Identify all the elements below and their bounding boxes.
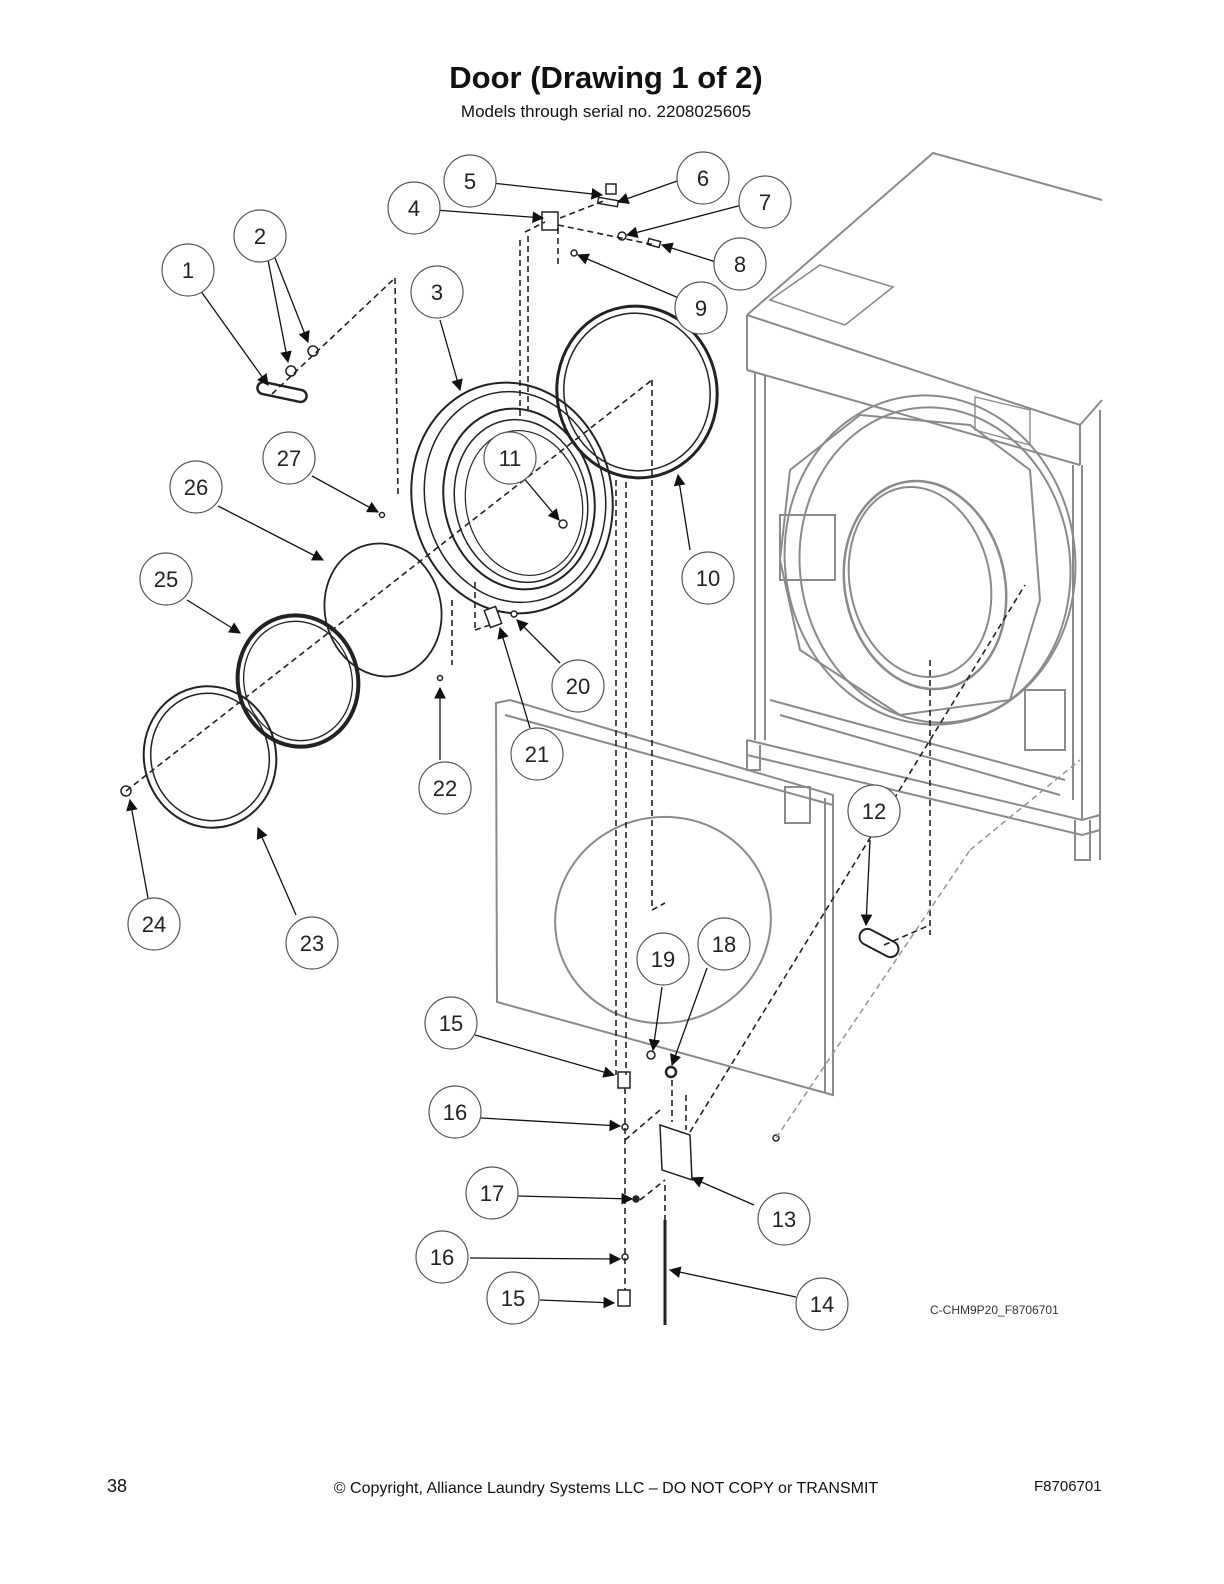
front-panel <box>494 698 834 1097</box>
callout-4: 4 <box>387 181 441 235</box>
svg-text:18: 18 <box>712 932 736 957</box>
callout-14: 14 <box>795 1277 849 1331</box>
svg-text:6: 6 <box>697 166 709 191</box>
callout-12: 12 <box>847 784 901 838</box>
callout-24: 24 <box>127 897 181 951</box>
callout-18: 18 <box>697 917 751 971</box>
document-number: F8706701 <box>1034 1478 1102 1495</box>
svg-text:1: 1 <box>182 258 194 283</box>
svg-text:2: 2 <box>254 224 266 249</box>
callout-17: 17 <box>465 1166 519 1220</box>
callout-19: 19 <box>636 932 690 986</box>
callout-5: 5 <box>443 154 497 208</box>
callout-25: 25 <box>139 552 193 606</box>
callout-8: 8 <box>713 237 767 291</box>
callout-15-lower: 15 <box>486 1271 540 1325</box>
svg-text:15: 15 <box>439 1011 463 1036</box>
svg-text:22: 22 <box>433 776 457 801</box>
leader-arrows <box>126 179 873 1309</box>
page-number: 38 <box>107 1476 128 1496</box>
machine-cabinet <box>746 151 1103 861</box>
svg-text:17: 17 <box>480 1181 504 1206</box>
svg-text:13: 13 <box>772 1207 796 1232</box>
callout-2: 2 <box>233 209 287 263</box>
callout-9: 9 <box>674 281 728 335</box>
svg-text:10: 10 <box>696 566 720 591</box>
svg-text:25: 25 <box>154 567 178 592</box>
svg-text:3: 3 <box>431 280 443 305</box>
svg-text:8: 8 <box>734 252 746 277</box>
callout-3: 3 <box>410 265 464 319</box>
svg-text:16: 16 <box>443 1100 467 1125</box>
svg-text:16: 16 <box>430 1245 454 1270</box>
callout-11: 11 <box>483 431 537 485</box>
drawing-code: C-CHM9P20_F8706701 <box>930 1303 1059 1317</box>
callout-balloons: 1 2 3 4 5 6 7 8 9 10 11 12 13 14 15 16 1… <box>127 151 901 1331</box>
svg-text:26: 26 <box>184 475 208 500</box>
svg-text:7: 7 <box>759 190 771 215</box>
callout-1: 1 <box>161 243 215 297</box>
callout-7: 7 <box>738 175 792 229</box>
callout-23: 23 <box>285 916 339 970</box>
svg-text:27: 27 <box>277 446 301 471</box>
callout-26: 26 <box>169 460 223 514</box>
svg-text:12: 12 <box>862 799 886 824</box>
callout-21: 21 <box>510 727 564 781</box>
callout-20: 20 <box>551 659 605 713</box>
page-title: Door (Drawing 1 of 2) <box>449 60 763 95</box>
callout-10: 10 <box>681 551 735 605</box>
callout-27: 27 <box>262 431 316 485</box>
glass-gasket-25 <box>235 613 361 749</box>
svg-text:21: 21 <box>525 742 549 767</box>
svg-text:24: 24 <box>142 912 166 937</box>
callout-6: 6 <box>676 151 730 205</box>
inner-ring-23 <box>142 685 278 829</box>
svg-text:4: 4 <box>408 196 420 221</box>
callout-22: 22 <box>418 761 472 815</box>
svg-text:20: 20 <box>566 674 590 699</box>
svg-text:19: 19 <box>651 947 675 972</box>
callout-13: 13 <box>757 1192 811 1246</box>
callout-15-upper: 15 <box>424 996 478 1050</box>
svg-text:23: 23 <box>300 931 324 956</box>
svg-text:15: 15 <box>501 1286 525 1311</box>
svg-text:9: 9 <box>695 296 707 321</box>
callout-16-upper: 16 <box>428 1085 482 1139</box>
svg-text:5: 5 <box>464 169 476 194</box>
assembly-lines <box>125 199 1081 1290</box>
svg-text:14: 14 <box>810 1292 834 1317</box>
door-gasket-10 <box>555 304 719 480</box>
svg-text:11: 11 <box>499 446 522 471</box>
door-ring <box>410 381 614 615</box>
page-subtitle: Models through serial no. 2208025605 <box>460 102 752 121</box>
callout-16-lower: 16 <box>415 1230 469 1284</box>
door-glass <box>323 542 443 678</box>
copyright-notice: © Copyright, Alliance Laundry Systems LL… <box>333 1480 879 1497</box>
